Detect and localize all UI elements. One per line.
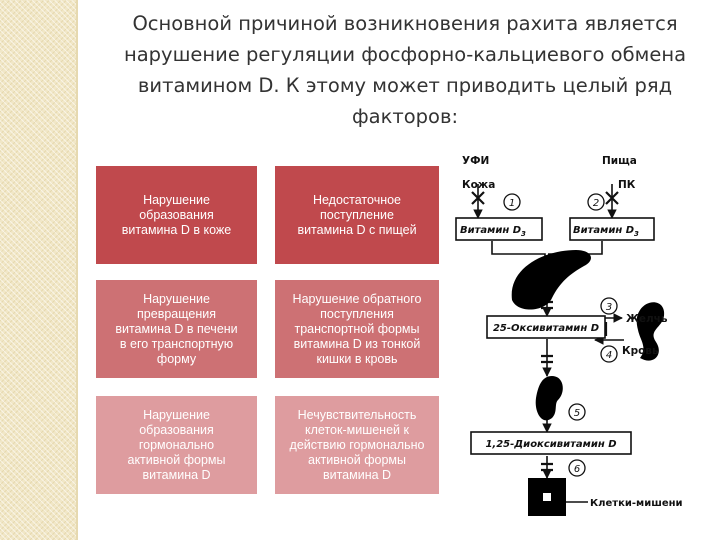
box-line: в его транспортную bbox=[119, 336, 234, 351]
decorative-side-stripe bbox=[0, 0, 76, 540]
box-line: действию гормонально bbox=[289, 437, 425, 452]
blood-label: Кровь bbox=[622, 345, 659, 357]
box-line: форму bbox=[156, 351, 197, 366]
box-line: Нарушение bbox=[143, 291, 210, 306]
dioxyvitamin-label: 1,25-Диоксивитамин D bbox=[485, 439, 616, 450]
target-cell-nucleus bbox=[543, 493, 551, 501]
intestine-icon bbox=[636, 302, 665, 361]
box-line: транспортной формы bbox=[294, 321, 420, 336]
box-line: активной формы bbox=[127, 452, 226, 467]
box-line: превращения bbox=[137, 306, 216, 321]
box-line: Нарушение bbox=[143, 192, 210, 207]
target-cells-label: Клетки-мишени bbox=[590, 498, 683, 509]
step-5-label: 5 bbox=[574, 408, 580, 419]
bile-label: Желчь bbox=[626, 313, 668, 325]
box-line: Недостаточное bbox=[312, 192, 402, 207]
box-line: поступления bbox=[320, 306, 394, 321]
step-6-circle bbox=[568, 459, 586, 477]
skin-label: Кожа bbox=[462, 179, 495, 191]
step-3-label: 3 bbox=[606, 302, 612, 313]
oxyvitamin-box bbox=[486, 315, 606, 339]
box-line: витамина D с пищей bbox=[297, 222, 417, 237]
step-1-circle bbox=[503, 193, 521, 211]
box-line: Нечувствительность bbox=[297, 407, 417, 422]
vitamin-d-box-left bbox=[455, 217, 543, 241]
vitamin-d-metabolism-diagram: 1 2 3 4 5 6 УФИ Кожа Пища ПК Желчь Кровь… bbox=[455, 155, 683, 516]
box-line: поступление bbox=[320, 207, 394, 222]
box-line: витамина D bbox=[142, 467, 211, 482]
food-label: Пища bbox=[602, 155, 637, 167]
factor-box-target-cells: Нечувствительность клеток-мишеней к дейс… bbox=[275, 396, 439, 494]
box-line: витамина D из тонкой bbox=[293, 336, 421, 351]
kidney-icon bbox=[535, 376, 563, 421]
factor-box-skin: Нарушение образования витамина D в коже bbox=[96, 166, 257, 264]
box-line: Нарушение bbox=[143, 407, 210, 422]
factor-box-hormone: Нарушение образования гормонально активн… bbox=[96, 396, 257, 494]
box-line: активной формы bbox=[308, 452, 406, 467]
factor-box-intestine: Нарушение обратного поступления транспор… bbox=[275, 280, 439, 378]
box-line: образования bbox=[139, 422, 214, 437]
step-6-label: 6 bbox=[574, 464, 580, 475]
step-3-circle bbox=[600, 297, 618, 315]
stripe-divider bbox=[76, 0, 78, 540]
box-line: образования bbox=[139, 207, 214, 222]
step-4-circle bbox=[600, 345, 618, 363]
step-4-label: 4 bbox=[606, 350, 612, 361]
box-line: витамина D в печени bbox=[115, 321, 238, 336]
title-line: витамином D. К этому может приводить цел… bbox=[137, 74, 673, 97]
block-marks bbox=[471, 191, 619, 472]
vitamin-d-left-label: Витамин D3 bbox=[460, 225, 526, 238]
title-line: Основной причиной возникновения рахита я… bbox=[132, 12, 678, 35]
liver-icon bbox=[511, 250, 591, 310]
box-line: витамина D bbox=[322, 467, 392, 482]
factor-box-liver: Нарушение превращения витамина D в печен… bbox=[96, 280, 257, 378]
box-line: Нарушение обратного bbox=[292, 291, 422, 306]
step-2-label: 2 bbox=[593, 198, 599, 209]
vitamin-d-box-right bbox=[569, 217, 655, 241]
slide-title: Основной причиной возникновения рахита я… bbox=[110, 8, 700, 132]
dioxyvitamin-box bbox=[470, 431, 632, 455]
step-2-circle bbox=[587, 193, 605, 211]
pk-label: ПК bbox=[618, 179, 636, 191]
ufi-label: УФИ bbox=[462, 155, 489, 167]
vitamin-d-right-label: Витамин D3 bbox=[573, 225, 639, 238]
box-line: гормонально bbox=[138, 437, 215, 452]
oxyvitamin-label: 25-Оксивитамин D bbox=[493, 323, 599, 334]
box-line: клеток-мишеней к bbox=[305, 422, 409, 437]
title-line: нарушение регуляции фосфорно-кальциевого… bbox=[123, 43, 687, 66]
step-1-label: 1 bbox=[509, 198, 515, 209]
factor-box-food: Недостаточное поступление витамина D с п… bbox=[275, 166, 439, 264]
box-line: кишки в кровь bbox=[316, 351, 398, 366]
step-5-circle bbox=[568, 403, 586, 421]
box-line: витамина D в коже bbox=[121, 222, 232, 237]
title-line: факторов: bbox=[351, 105, 459, 128]
